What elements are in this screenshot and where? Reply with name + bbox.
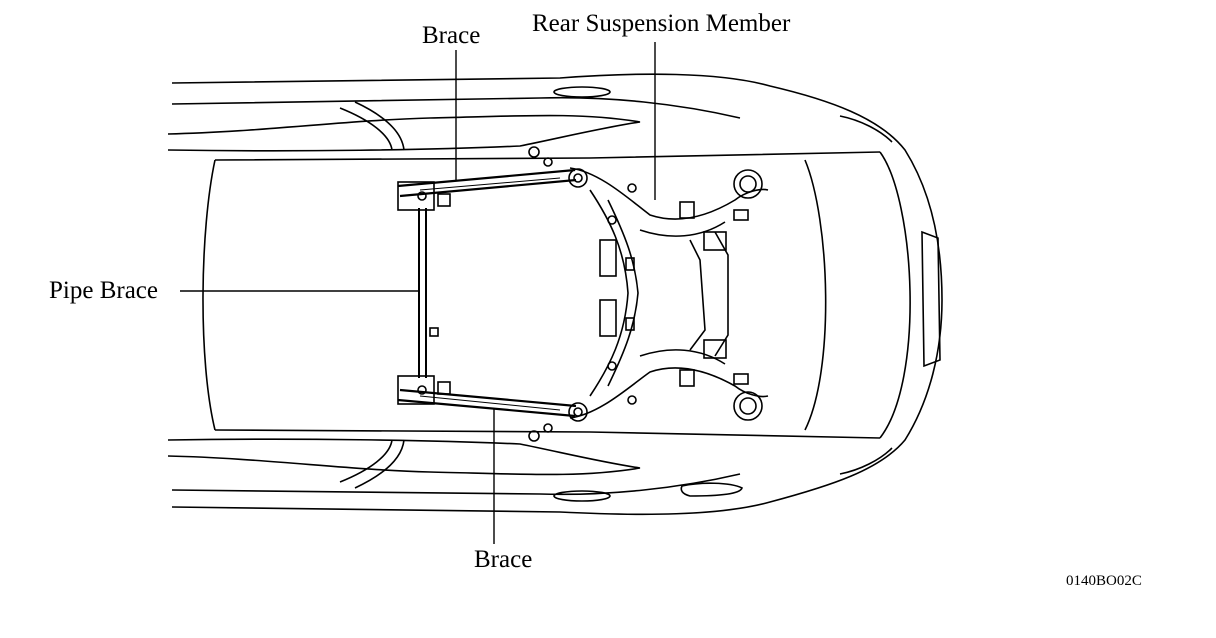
figure-code: 0140BO02C (1066, 573, 1142, 589)
label-brace-bottom: Brace (474, 546, 532, 573)
car-body-outline (167, 73, 943, 516)
label-rear-suspension-member: Rear Suspension Member (532, 10, 791, 37)
label-brace-top: Brace (422, 22, 480, 49)
leader-lines (180, 42, 656, 544)
rear-suspension-member (528, 146, 769, 442)
brace-bottom-bar (397, 398, 576, 418)
brace-top-bar (397, 168, 576, 188)
brace-frame (397, 168, 577, 418)
label-pipe-brace: Pipe Brace (49, 277, 158, 304)
